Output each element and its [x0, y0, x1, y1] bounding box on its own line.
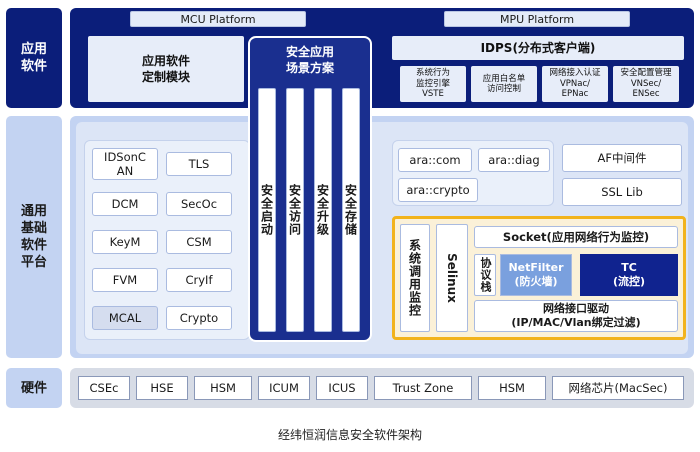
hw-hsm-mcu: HSM — [194, 376, 252, 400]
pillar-secure-upgrade: 安全升级 — [314, 88, 332, 332]
module-fvm: FVM — [92, 268, 158, 292]
idps-item-vste: 系统行为 监控引擎 VSTE — [400, 66, 466, 102]
pillar-secure-boot: 安全启动 — [258, 88, 276, 332]
custom-module-box: 应用软件 定制模块 — [88, 36, 244, 102]
ssl-lib-box: SSL Lib — [562, 178, 682, 206]
net-driver-box: 网络接口驱动 (IP/MAC/Vlan绑定过滤) — [474, 300, 678, 332]
ara-crypto-box: ara::crypto — [398, 178, 478, 202]
ara-com-box: ara::com — [398, 148, 472, 172]
pillar-secure-storage: 安全存储 — [342, 88, 360, 332]
module-keym: KeyM — [92, 230, 158, 254]
mcu-platform-bar: MCU Platform — [130, 11, 306, 27]
socket-box: Socket(应用网络行为监控) — [474, 226, 678, 248]
idps-item-config-mgmt: 安全配置管理 VNSec/ ENSec — [613, 66, 679, 102]
hw-icus: ICUS — [316, 376, 368, 400]
selinux-box: Selinux — [436, 224, 468, 332]
idps-box: IDPS(分布式客户端) — [392, 36, 684, 60]
netfilter-box: NetFilter (防火墙) — [500, 254, 572, 296]
hw-icum: ICUM — [258, 376, 310, 400]
module-cryif: CryIf — [166, 268, 232, 292]
hw-hse: HSE — [136, 376, 188, 400]
figure-caption: 经纬恒润信息安全软件架构 — [277, 428, 422, 442]
hw-csec: CSEc — [78, 376, 130, 400]
hw-network-chip: 网络芯片(MacSec) — [552, 376, 684, 400]
module-mcal: MCAL — [92, 306, 158, 330]
module-dcm: DCM — [92, 192, 158, 216]
ara-diag-box: ara::diag — [478, 148, 550, 172]
hw-trust-zone: Trust Zone — [374, 376, 472, 400]
module-idsoncan: IDSonC AN — [92, 148, 158, 180]
hw-hsm-mpu: HSM — [478, 376, 546, 400]
protocol-stack-box: 协议栈 — [474, 254, 496, 296]
layer-label-app: 应用 软件 — [6, 8, 62, 108]
module-tls: TLS — [166, 152, 232, 176]
module-secoc: SecOc — [166, 192, 232, 216]
layer-label-platform: 通用 基础 软件 平台 — [6, 116, 62, 358]
mpu-platform-bar: MPU Platform — [444, 11, 630, 27]
af-middleware-box: AF中间件 — [562, 144, 682, 172]
sys-call-monitor-box: 系统调用监控 — [400, 224, 430, 332]
module-csm: CSM — [166, 230, 232, 254]
security-solution-title: 安全应用 场景方案 — [285, 45, 334, 75]
selinux-label: Selinux — [445, 253, 459, 303]
layer-label-hardware: 硬件 — [6, 368, 62, 408]
module-crypto: Crypto — [166, 306, 232, 330]
idps-item-whitelist: 应用白名单 访问控制 — [471, 66, 537, 102]
pillar-secure-access: 安全访问 — [286, 88, 304, 332]
tc-box: TC (流控) — [580, 254, 678, 296]
idps-item-network-auth: 网络接入认证 VPNac/ EPNac — [542, 66, 608, 102]
